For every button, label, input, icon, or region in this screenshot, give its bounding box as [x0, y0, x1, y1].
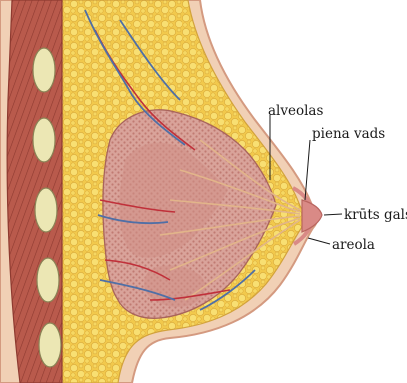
- nipple: [302, 200, 322, 232]
- label-areola: areola: [332, 237, 375, 253]
- rib: [35, 188, 57, 232]
- rib: [33, 118, 55, 162]
- rib: [39, 323, 61, 367]
- leader-piena-vads: [305, 140, 310, 200]
- rib: [33, 48, 55, 92]
- label-piena-vads: piena vads: [312, 126, 385, 142]
- label-alveolas: alveolas: [268, 103, 323, 119]
- leader-areola: [308, 238, 330, 244]
- leader-kruts-gals: [324, 214, 342, 215]
- rib: [37, 258, 59, 302]
- label-kruts-gals: krūts gals: [344, 207, 407, 223]
